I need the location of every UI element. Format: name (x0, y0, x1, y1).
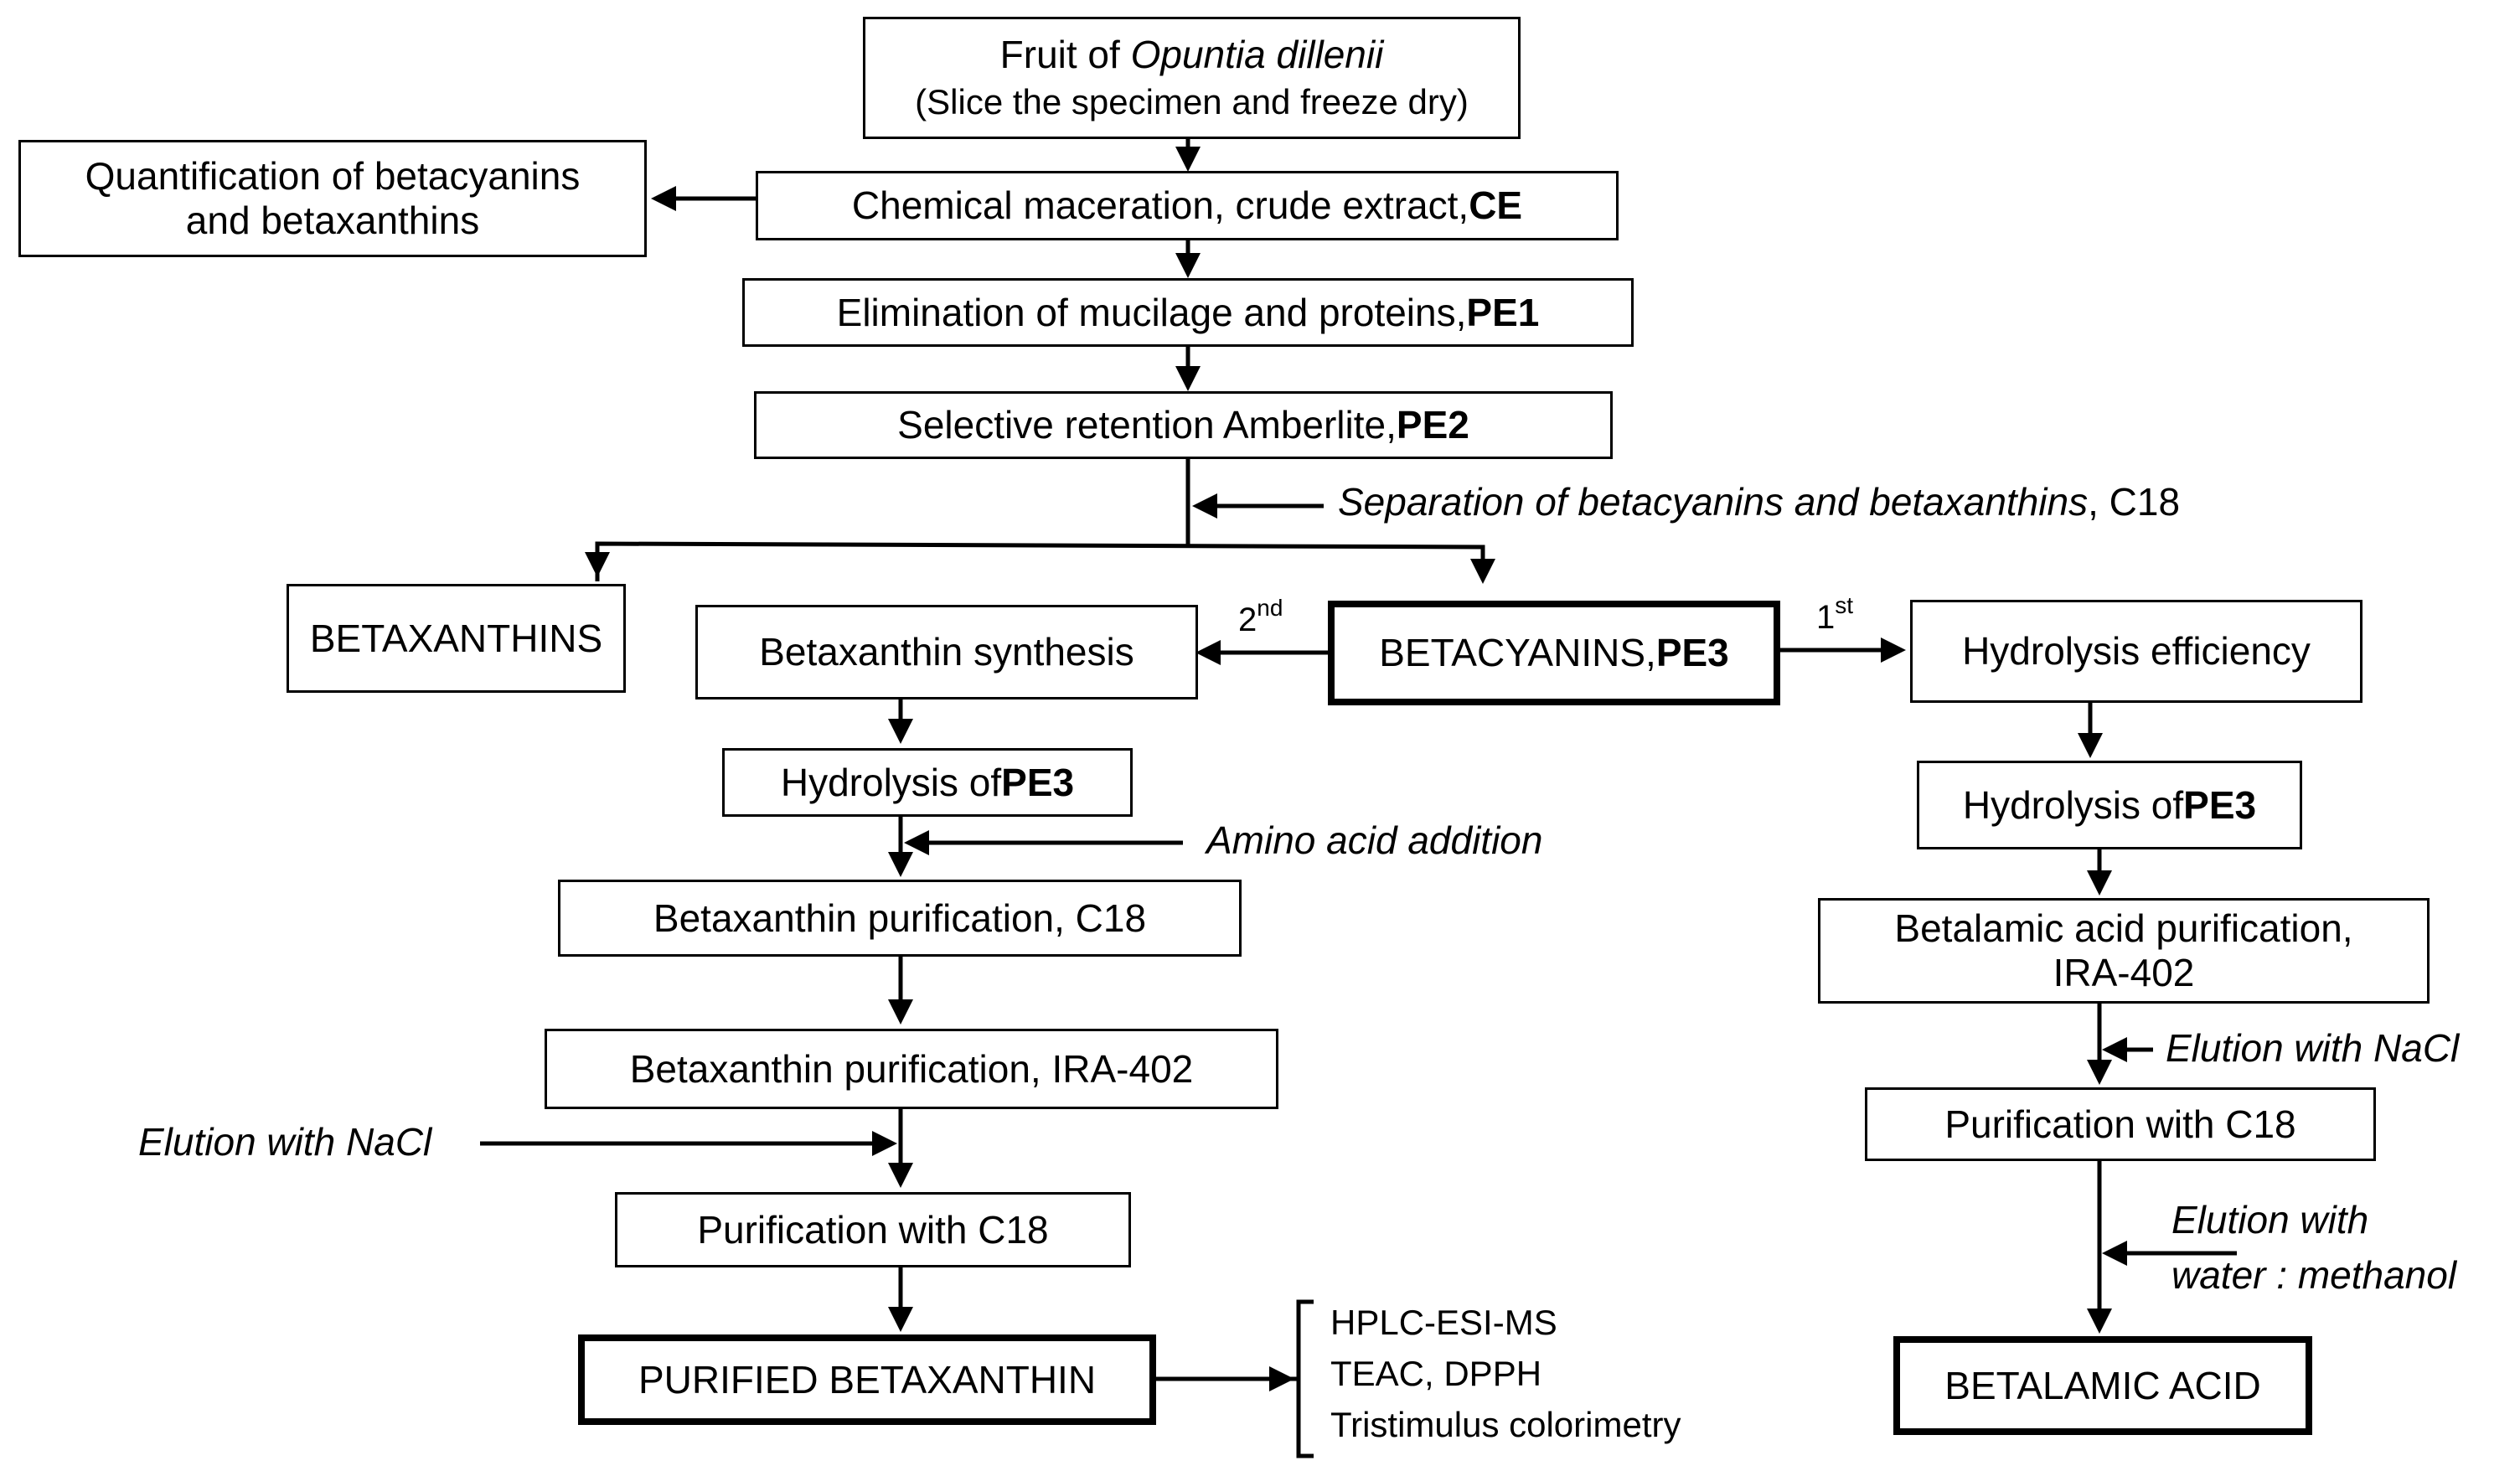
method-item: HPLC-ESI-MS (1330, 1303, 1557, 1342)
elimination-box: Elimination of mucilage and proteins, PE… (742, 278, 1634, 347)
method-item: Tristimulus colorimetry (1330, 1405, 1681, 1444)
elution-water-label-line2: water : methanol (2171, 1253, 2457, 1297)
purification-c18-left-box: Purification with C18 (615, 1192, 1131, 1267)
betaxanthin-purification-c18-box: Betaxanthin purification, C18 (558, 880, 1242, 957)
methods-bracket (1288, 1299, 1314, 1458)
method-item: TEAC, DPPH (1330, 1354, 1542, 1393)
hydrolysis-right-box: Hydrolysis of PE3 (1917, 761, 2302, 849)
betalamic-purification-line1: Betalamic acid purification, (1894, 906, 2353, 951)
order-first-label: 1st (1816, 592, 1854, 636)
hydrolysis-efficiency-box: Hydrolysis efficiency (1910, 600, 2362, 703)
purification-c18-right-box: Purification with C18 (1865, 1087, 2376, 1161)
quantification-line2: and betaxanthins (185, 199, 480, 242)
betalamic-acid-box: BETALAMIC ACID (1893, 1336, 2312, 1435)
betalamic-purification-box: Betalamic acid purification, IRA-402 (1818, 898, 2430, 1004)
hydrolysis-left-box: Hydrolysis of PE3 (722, 748, 1133, 817)
betaxanthin-purification-ira-box: Betaxanthin purification, IRA-402 (545, 1029, 1278, 1109)
betacyanins-box: BETACYANINS, PE3 (1328, 601, 1780, 705)
chemical-maceration-box: Chemical maceration, crude extract, CE (756, 171, 1619, 240)
quantification-box: Quantification of betacyanins and betaxa… (18, 140, 647, 257)
code-pe3-left: PE3 (1001, 760, 1075, 804)
code-pe3-right: PE3 (2183, 782, 2257, 827)
elution-nacl-right-label: Elution with NaCl (2166, 1026, 2460, 1070)
betaxanthins-box: BETAXANTHINS (287, 584, 626, 693)
betalamic-purification-line2: IRA-402 (2053, 951, 2195, 994)
elution-nacl-left-label: Elution with NaCl (138, 1120, 432, 1164)
fruit-box: Fruit of Opuntia dillenii (Slice the spe… (863, 17, 1521, 139)
code-pe2: PE2 (1396, 403, 1469, 447)
fruit-line2: (Slice the specimen and freeze dry) (915, 82, 1469, 122)
connector-split (595, 541, 1495, 584)
code-pe3: PE3 (1655, 631, 1729, 675)
quantification-line1: Quantification of betacyanins (85, 154, 581, 199)
analysis-methods-list: HPLC-ESI-MS TEAC, DPPH Tristimulus color… (1330, 1297, 1681, 1450)
fruit-line1: Fruit of Opuntia dillenii (999, 33, 1384, 77)
amino-acid-label: Amino acid addition (1206, 818, 1543, 862)
fruit-species: Opuntia dillenii (1130, 33, 1384, 77)
order-second-label: 2nd (1238, 595, 1283, 638)
selective-retention-box: Selective retention Amberlite, PE2 (754, 391, 1613, 459)
elution-water-label-line1: Elution with (2171, 1198, 2369, 1241)
code-ce: CE (1469, 183, 1523, 228)
betaxanthin-synthesis-box: Betaxanthin synthesis (695, 605, 1198, 699)
code-pe1: PE1 (1466, 290, 1540, 334)
separation-label: Separation of betacyanins and betaxanthi… (1338, 480, 2181, 524)
purified-betaxanthin-box: PURIFIED BETAXANTHIN (578, 1334, 1156, 1425)
